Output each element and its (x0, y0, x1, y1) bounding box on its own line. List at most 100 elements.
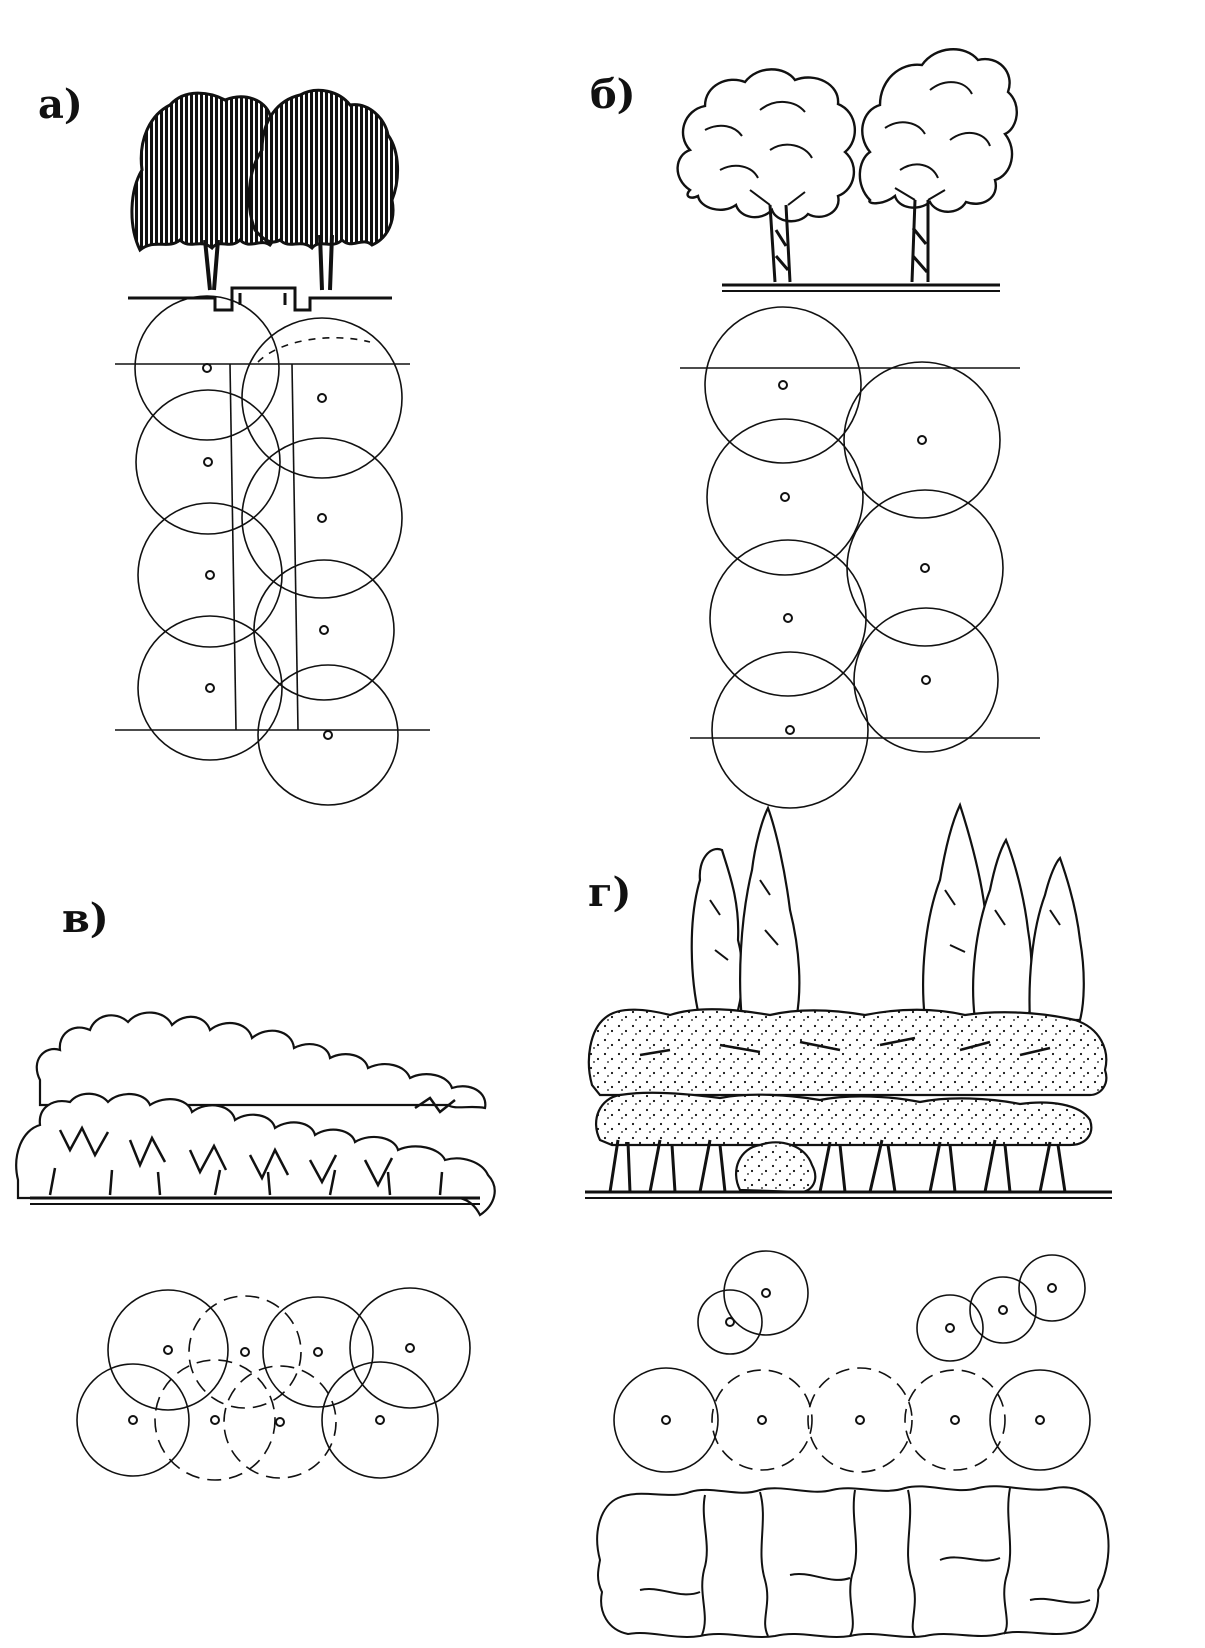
panel-g-label: г) (588, 869, 631, 916)
panel-g-crown-circle (904, 1369, 1006, 1471)
panel-b: б) (590, 48, 1040, 809)
panel-g-crown-circle (613, 1367, 719, 1473)
panel-g-trunk-marker (1047, 1283, 1057, 1293)
panel-g-trunk-marker (661, 1415, 671, 1425)
path-line-right (291, 363, 299, 731)
panel-g-crown-circle (916, 1294, 984, 1362)
panel-g-elevation (585, 802, 1112, 1199)
panel-v-trunk-marker (405, 1343, 415, 1353)
tree-trunk-left (768, 204, 792, 283)
hedge-detail-strokes (58, 1096, 456, 1188)
columnar-tree-detail (709, 879, 1061, 961)
panel-v: в) (15, 895, 496, 1481)
panel-g-crown-circle (969, 1276, 1037, 1344)
columnar-tree-4 (972, 837, 1033, 1022)
panel-b-crown-circle (846, 489, 1004, 647)
tree-crown-right (858, 48, 1018, 213)
panel-b-crown-circle (706, 418, 864, 576)
tree-trunk-right (318, 234, 334, 291)
panel-a-trunk-marker (205, 570, 215, 580)
panel-b-trunk-marker (778, 380, 788, 390)
panel-v-crown-circle (223, 1365, 337, 1479)
panel-a-trunk-marker (317, 393, 327, 403)
panel-a-crown-circle (137, 615, 283, 761)
panel-a-trunk-marker (203, 457, 213, 467)
panel-a-trunk-marker (319, 625, 329, 635)
crown-dashed-arc (257, 337, 371, 363)
hedge-stems (48, 1167, 444, 1196)
shrub-mass-plan (596, 1485, 1110, 1638)
weeping-tree-crown-right (247, 88, 400, 251)
panel-b-plan (680, 306, 1040, 809)
panel-b-trunk-marker (785, 725, 795, 735)
panel-g-trunk-marker (725, 1317, 735, 1327)
weeping-hedge-lower (15, 1092, 496, 1217)
panel-v-trunk-marker (210, 1415, 220, 1425)
panel-g: г) (585, 802, 1112, 1638)
panel-v-trunk-marker (128, 1415, 138, 1425)
weeping-hedge-upper (35, 1011, 487, 1110)
path-line-left (229, 363, 237, 731)
tree-branches (749, 187, 946, 206)
panel-g-plan (596, 1250, 1110, 1638)
panel-v-trunk-marker (240, 1347, 250, 1357)
panel-a-trunk-marker (323, 730, 333, 740)
panel-a-crown-circle (134, 295, 280, 441)
ground-line-with-path (128, 286, 392, 312)
panel-v-trunk-marker (375, 1415, 385, 1425)
shrub-mass-plan-divisions (639, 1487, 1091, 1637)
panel-g-crown-circle (807, 1367, 913, 1473)
panel-g-crown-circle (723, 1250, 809, 1336)
panel-g-trunk-marker (945, 1323, 955, 1333)
panel-g-trunk-marker (757, 1415, 767, 1425)
panel-g-trunk-marker (1035, 1415, 1045, 1425)
panel-b-elevation (676, 48, 1018, 292)
panel-a-crown-circle (241, 317, 403, 479)
panel-b-trunk-marker (917, 435, 927, 445)
panel-a: а) (38, 81, 430, 806)
panel-v-crown-circle (76, 1363, 190, 1477)
shrub-layer-middle (587, 1008, 1108, 1097)
columnar-tree-1 (690, 847, 744, 1022)
panel-g-trunk-marker (761, 1288, 771, 1298)
panel-a-trunk-marker (205, 683, 215, 693)
panel-b-crown-circle (711, 651, 869, 809)
panel-v-label: в) (62, 895, 109, 942)
panel-v-crown-circle (154, 1359, 276, 1481)
tree-crown-right-detail (884, 81, 991, 179)
panel-v-crown-circle (321, 1361, 439, 1479)
panel-v-plan (76, 1287, 471, 1481)
panel-v-trunk-marker (275, 1417, 285, 1427)
panel-b-label: б) (590, 71, 636, 118)
panel-a-elevation (128, 88, 400, 312)
panel-v-trunk-marker (313, 1347, 323, 1357)
panel-a-plan (115, 295, 430, 806)
shrub-bush-central (735, 1141, 817, 1194)
panel-v-crown-circle (262, 1296, 374, 1408)
panel-a-crown-circle (241, 437, 403, 599)
panel-g-crown-circle (697, 1289, 763, 1355)
panel-v-crown-circle (107, 1289, 229, 1411)
columnar-tree-5 (1028, 855, 1085, 1022)
panel-a-trunk-marker (202, 363, 212, 373)
panel-g-crown-circle (711, 1369, 813, 1471)
columnar-tree-2 (739, 805, 801, 1022)
panel-g-trunk-marker (998, 1305, 1008, 1315)
path-edge-inner (238, 293, 287, 305)
panel-a-crown-circle (137, 502, 283, 648)
panel-v-crown-circle (349, 1287, 471, 1409)
panel-b-crown-circle (843, 361, 1001, 519)
panel-b-crown-circle (853, 607, 999, 753)
panel-a-crown-circle (135, 389, 281, 535)
panel-v-trunk-marker (163, 1345, 173, 1355)
panel-g-crown-circle (1018, 1254, 1086, 1322)
shrub-layer-middle-detail (639, 1036, 1051, 1057)
panel-g-trunk-marker (855, 1415, 865, 1425)
panel-b-trunk-marker (783, 613, 793, 623)
panel-b-trunk-marker (921, 675, 931, 685)
panel-g-crown-circle (989, 1369, 1091, 1471)
panel-a-label: а) (38, 81, 83, 128)
panel-a-trunk-marker (317, 513, 327, 523)
panel-g-trunk-marker (950, 1415, 960, 1425)
